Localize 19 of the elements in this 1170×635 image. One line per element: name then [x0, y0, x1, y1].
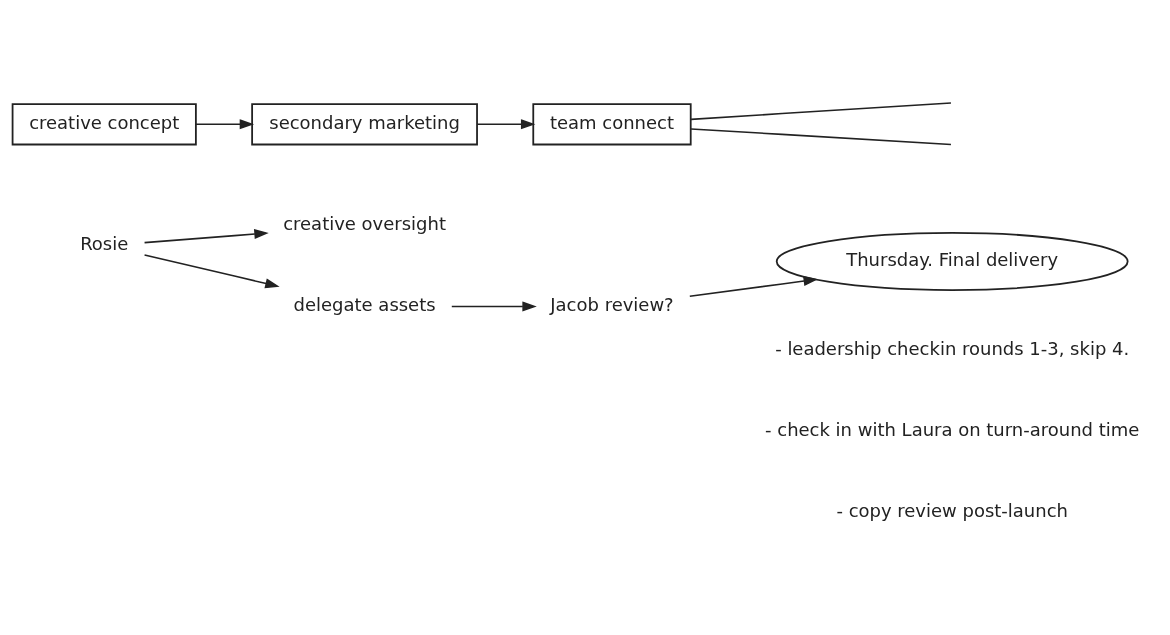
connector	[690, 128, 952, 146]
node-box: creative concept	[11, 103, 197, 146]
label: - copy review post-launch	[836, 499, 1068, 521]
arrow	[476, 119, 536, 130]
node-text: creative oversight	[283, 212, 446, 234]
node-text: Rosie	[80, 233, 129, 254]
node-text: Jacob review?	[550, 293, 674, 315]
node-text: delegate assets	[293, 293, 436, 315]
node-ellipse: Thursday. Final delivery	[775, 232, 1129, 291]
node-box: secondary marketing	[251, 103, 478, 146]
connector	[690, 102, 952, 121]
arrow	[451, 301, 537, 312]
label: - check in with Laura on turn-around time	[765, 418, 1140, 440]
label: - leadership checkin rounds 1-3, skip 4.	[775, 337, 1130, 359]
node-box: team connect	[532, 103, 692, 146]
arrow	[143, 229, 269, 244]
arrow	[143, 254, 280, 289]
arrow	[689, 276, 818, 298]
arrow	[195, 119, 255, 130]
